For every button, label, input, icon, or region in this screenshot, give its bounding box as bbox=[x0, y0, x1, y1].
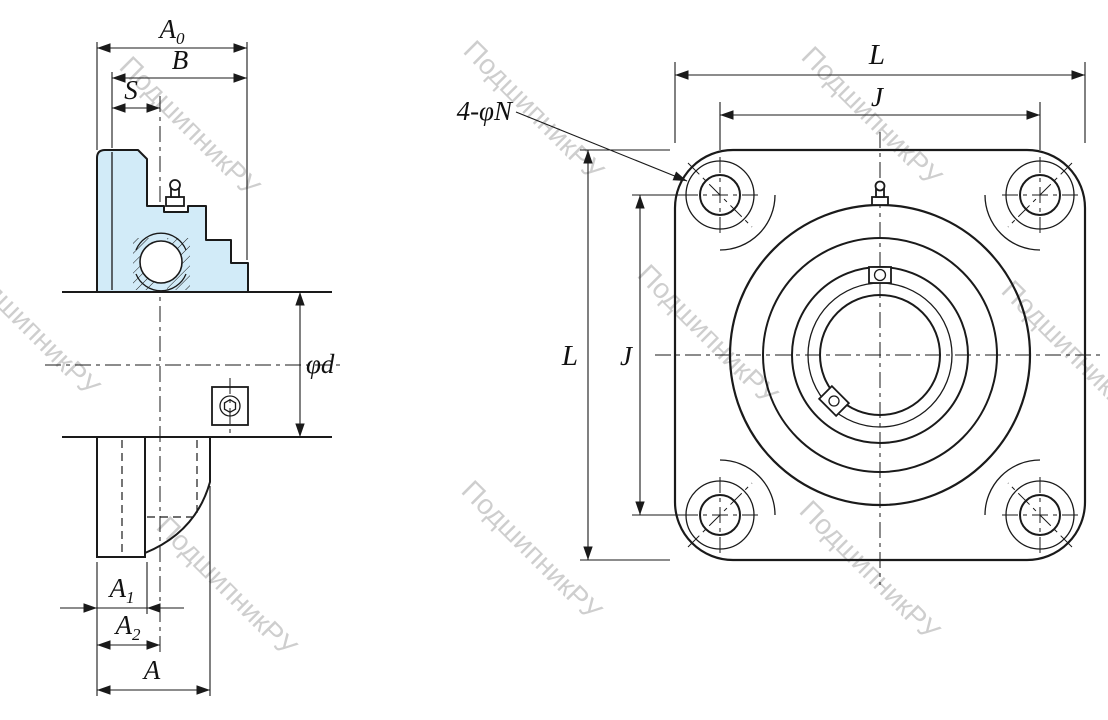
watermark-text: ПодшипникРУ bbox=[0, 250, 106, 402]
dim-label-a: A bbox=[142, 655, 161, 685]
dim-label-phi-d: φd bbox=[306, 349, 335, 379]
flange-square-outline bbox=[673, 148, 1087, 562]
corner-boss-arc bbox=[984, 194, 1041, 251]
dim-label-l-side: L bbox=[561, 340, 578, 372]
grease-fitting-icon bbox=[165, 179, 185, 207]
watermark-text: ПодшипникРУ bbox=[794, 494, 946, 646]
dim-label-a1: A1 bbox=[108, 573, 135, 607]
bolt-holes-leader-line bbox=[515, 111, 688, 182]
watermark-layer: ПодшипникРУ ПодшипникРУ ПодшипникРУ Подш… bbox=[0, 34, 1108, 662]
set-screw-angled bbox=[817, 384, 851, 418]
bolt-hole-top-right bbox=[1002, 157, 1078, 233]
set-screw-top bbox=[868, 266, 892, 284]
dim-label-a2: A2 bbox=[114, 610, 142, 644]
extension-lines-right-view bbox=[580, 62, 1086, 561]
watermark-text: ПодшипникРУ bbox=[456, 474, 608, 626]
watermark-text: ПодшипникРУ bbox=[151, 510, 303, 662]
bolt-hole-bottom-left bbox=[682, 477, 758, 553]
flange-plate-outline bbox=[96, 437, 146, 558]
corner-boss-arc bbox=[984, 459, 1041, 516]
dim-label-l-top: L bbox=[868, 39, 885, 71]
bolt-holes-label: 4-φN bbox=[457, 96, 514, 126]
dim-label-s: S bbox=[124, 75, 138, 105]
bearing-race-bottom-arc bbox=[135, 273, 187, 292]
right-view-front: L J L J 4-φN bbox=[457, 39, 1100, 585]
bolt-hole-bottom-right bbox=[1002, 477, 1078, 553]
set-screw-collar bbox=[211, 378, 249, 434]
bolt-hole-top-left bbox=[682, 157, 758, 233]
bearing-race-top-arc bbox=[135, 232, 187, 251]
corner-boss-arc bbox=[719, 194, 776, 251]
dim-label-b: B bbox=[172, 45, 189, 75]
watermark-text: ПодшипникРУ bbox=[632, 258, 784, 410]
left-view-side-section: A0 B S φd A1 A2 A bbox=[45, 14, 340, 696]
corner-boss-arc bbox=[719, 459, 776, 516]
watermark-text: ПодшипникРУ bbox=[996, 274, 1108, 426]
dim-label-j-side: J bbox=[620, 341, 634, 371]
dim-label-j-top: J bbox=[871, 82, 885, 112]
dim-label-a0: A0 bbox=[158, 14, 186, 48]
bearing-ball bbox=[139, 240, 183, 284]
grease-fitting-icon bbox=[871, 180, 889, 206]
housing-boss-outline bbox=[144, 437, 211, 554]
